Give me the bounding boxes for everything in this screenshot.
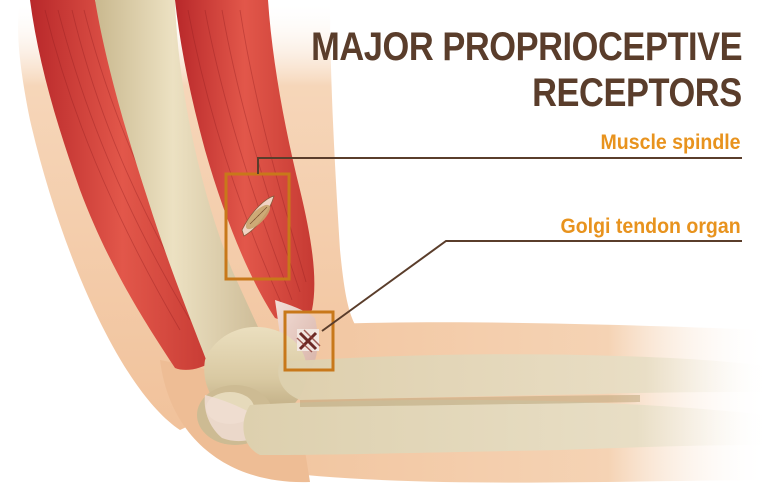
golgi-tendon-organ-box — [283, 310, 335, 372]
golgi-tendon-organ-detail — [296, 329, 321, 353]
forearm-bone-shadow — [300, 395, 640, 407]
humerus-bone — [95, 0, 268, 375]
diagram-title-line-2: RECEPTORS — [532, 71, 742, 115]
ulna-bone — [243, 399, 768, 455]
biceps-fibers — [187, 9, 307, 306]
golgi-tendon-organ-label: Golgi tendon organ — [560, 215, 741, 238]
diagram-title-line-1: MAJOR PROPRIOCEPTIVE — [310, 25, 742, 69]
muscle-spindle-detail — [241, 195, 275, 237]
triceps-muscle — [30, 0, 215, 370]
radius-bone — [278, 354, 768, 400]
golgi-tendon-organ-callout-line — [321, 240, 742, 332]
muscle-spindle-label: Muscle spindle — [600, 131, 741, 154]
biceps-muscle — [175, 0, 315, 320]
muscle-spindle-callout-line — [257, 157, 742, 174]
